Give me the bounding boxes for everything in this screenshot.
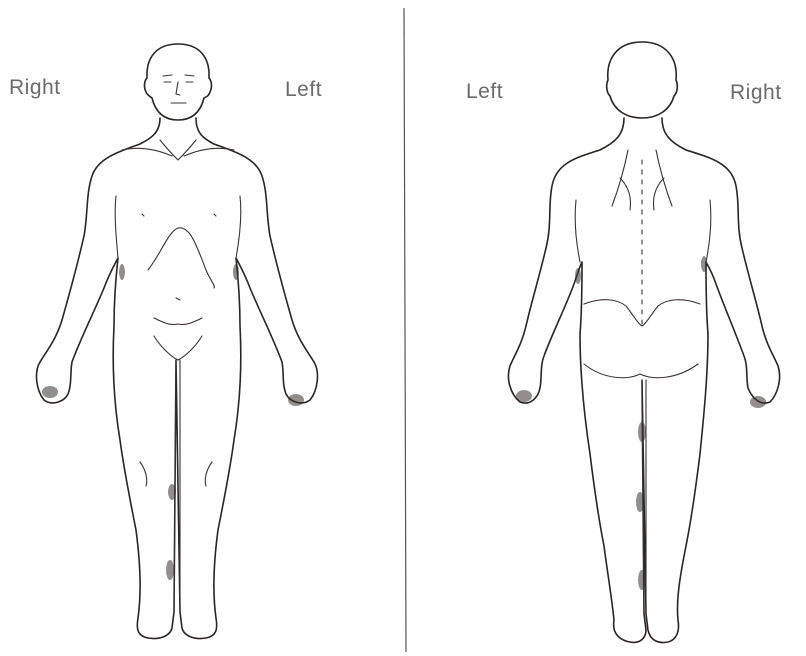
front-eyebrows (163, 75, 194, 76)
front-groin (154, 318, 202, 360)
back-figure (508, 42, 779, 643)
front-right-inner-arm (115, 196, 118, 258)
front-left-inner-arm (236, 196, 241, 258)
front-navel (176, 298, 180, 300)
front-left-hand-shade (288, 394, 304, 406)
front-ribcage (148, 228, 214, 288)
back-right-inner-arm (706, 200, 711, 262)
front-knees (140, 462, 212, 486)
back-shoulder-blades (612, 150, 672, 206)
front-clavicles (122, 148, 234, 156)
back-knee-shade (638, 422, 646, 442)
back-left-elbow-shade (575, 268, 581, 284)
back-left-hand-shade (516, 390, 532, 402)
view-divider (404, 8, 406, 652)
front-figure (37, 44, 318, 639)
back-head (607, 42, 678, 118)
front-nose (176, 82, 180, 95)
front-knee-shade (168, 484, 176, 500)
front-neck-lines (160, 140, 196, 160)
front-right-elbow-shade (119, 264, 125, 280)
back-calf-shade (636, 492, 644, 512)
back-left-inner-arm (575, 200, 580, 262)
front-body-outline (37, 118, 318, 639)
front-ankle-shade (166, 560, 174, 580)
back-right-elbow-shade (701, 256, 707, 272)
front-left-elbow-shade (233, 264, 239, 280)
back-buttocks (584, 364, 698, 378)
back-ankle-shade (638, 570, 646, 590)
back-right-hand-shade (750, 396, 766, 408)
front-nipples (142, 214, 216, 216)
front-right-hand-shade (42, 386, 58, 398)
